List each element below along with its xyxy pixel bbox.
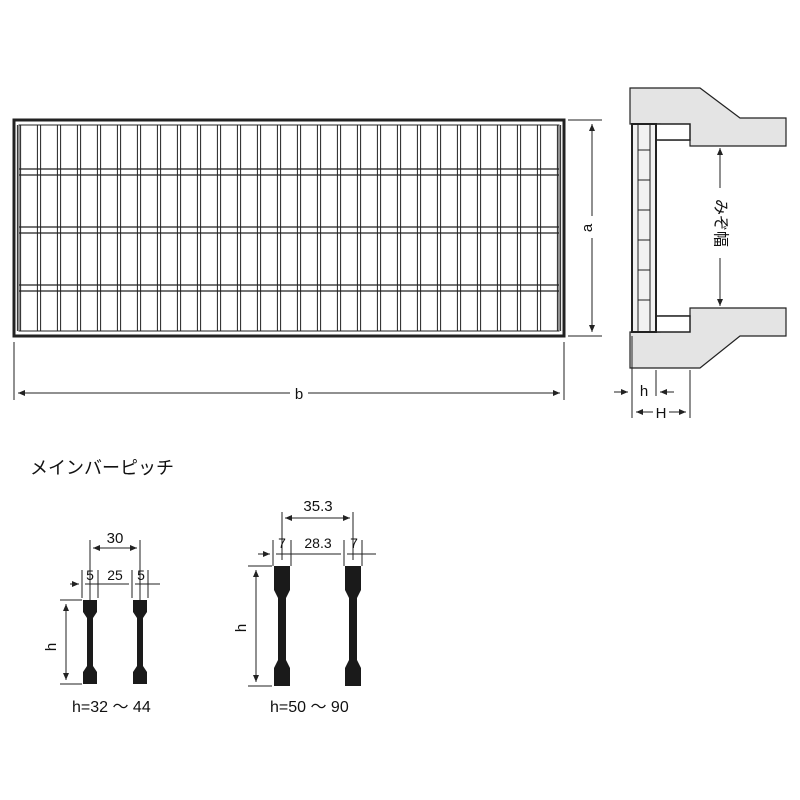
grating-section — [631, 123, 657, 333]
grating-outer-frame — [12, 118, 566, 338]
groove-width-label: みぞ幅 — [712, 199, 731, 247]
dimension-H-label: H — [656, 405, 667, 422]
pitch-large-mid: 28.3 — [304, 535, 331, 551]
dimension-b: b — [13, 342, 565, 403]
dimension-b-label: b — [295, 386, 303, 403]
main-bar-large-right — [345, 566, 361, 686]
angle-frame-bottom — [655, 315, 691, 333]
main-bar-small-right — [133, 600, 147, 684]
pitch-detail-large: 35.3 7 28.3 7 h h=50 ～ 90 — [233, 498, 376, 716]
pitch-small-h: h — [43, 643, 60, 651]
pitch-large-h: h — [233, 624, 250, 632]
pitch-large-left: 7 — [278, 535, 286, 551]
pitch-small-caption: h=32 ～ 44 — [72, 699, 151, 716]
main-bar-small-left — [83, 600, 97, 684]
pitch-large-total: 35.3 — [303, 498, 332, 515]
channel-cross-section: みぞ幅 — [629, 87, 787, 369]
grating-cross-bars — [19, 168, 559, 292]
pitch-detail-small: 30 5 25 5 h h=32 ～ 44 — [43, 530, 160, 716]
grating-plan-view — [12, 118, 566, 338]
dimension-h-H: h H — [614, 336, 691, 422]
main-bar-large-left — [274, 566, 290, 686]
main-bar-pitch-title: メインバーピッチ — [30, 458, 174, 479]
pitch-small-right: 5 — [137, 567, 145, 583]
pitch-large-caption: h=50 ～ 90 — [270, 699, 349, 716]
grating-inner-frame — [18, 124, 560, 332]
grating-bearing-bars — [16, 125, 562, 331]
pitch-small-mid: 25 — [107, 567, 123, 583]
dimension-h-label: h — [640, 383, 648, 400]
pitch-large-right: 7 — [350, 535, 358, 551]
pitch-small-total: 30 — [107, 530, 124, 547]
dimension-a: a — [568, 119, 602, 337]
angle-frame-top — [655, 123, 691, 141]
pitch-small-left: 5 — [86, 567, 94, 583]
dimension-a-label: a — [579, 223, 596, 232]
